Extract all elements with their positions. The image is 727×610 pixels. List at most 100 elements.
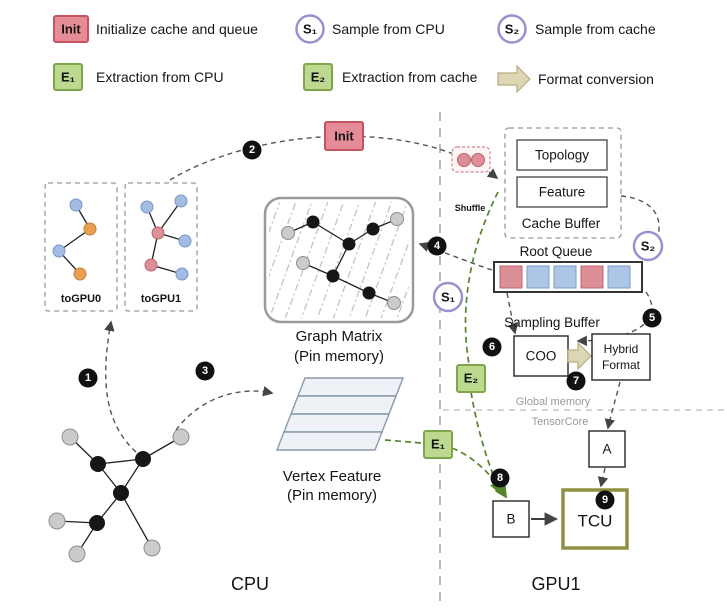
e2-marker-label: E₂	[464, 371, 479, 386]
hybrid-format-line1: Hybrid	[604, 342, 639, 356]
cpu-region-label: CPU	[231, 574, 269, 594]
graph-node	[69, 198, 83, 212]
graph-node	[390, 212, 404, 226]
graph-matrix: Graph Matrix (Pin memory)	[263, 196, 415, 365]
graph-node	[172, 428, 190, 446]
legend-init-chip	[53, 15, 89, 43]
feature-label: Feature	[539, 185, 586, 200]
legend-s2-icon	[497, 14, 527, 44]
badge-6-num: 6	[489, 341, 495, 353]
shuffle-label: Shuffle	[455, 203, 486, 213]
badge-5-num: 5	[649, 312, 655, 324]
legend-s1-desc: Sample from CPU	[332, 21, 445, 37]
graph-node	[143, 539, 161, 557]
badge-2: 2	[242, 140, 262, 160]
graph-node	[89, 515, 105, 531]
cpu-region: toGPU0 toGPU1	[44, 182, 415, 594]
legend-format-arrow-icon	[497, 64, 531, 94]
graph-node	[144, 258, 158, 272]
graph-matrix-subtitle: (Pin memory)	[294, 348, 384, 365]
togpu1-box: toGPU1	[124, 182, 198, 312]
arrow-queue-to-sampling-buffer	[576, 291, 653, 347]
feature-slab	[296, 377, 405, 397]
tcu-label: TCU	[578, 512, 613, 531]
togpu1-label: toGPU1	[141, 293, 181, 305]
tcu-box	[561, 488, 629, 550]
legend-s1-label: S₁	[303, 22, 317, 37]
legend-e2-chip	[303, 63, 333, 91]
format-conversion-arrow-icon	[567, 341, 592, 371]
legend-s2-label: S₂	[505, 22, 520, 37]
legend-s2-desc: Sample from cache	[535, 21, 656, 37]
root-queue-label: Root Queue	[520, 244, 593, 259]
init-marker	[324, 121, 364, 151]
badge-2-num: 2	[249, 144, 255, 156]
b-box	[492, 500, 530, 538]
arrow-to-vertex-feature	[175, 386, 274, 431]
togpu0-box: toGPU0	[44, 182, 118, 312]
shuffle-node	[471, 153, 485, 167]
legend-e2-label: E₂	[311, 70, 326, 85]
togpu1-border	[124, 182, 198, 312]
graph-node	[140, 200, 154, 214]
badge-1: 1	[78, 368, 98, 388]
graph-node	[113, 485, 129, 501]
feature-slab	[275, 431, 384, 451]
cache-buffer-label: Cache Buffer	[522, 216, 601, 231]
graph-node	[83, 222, 97, 236]
a-label: A	[602, 442, 611, 457]
badge-4-num: 4	[434, 240, 441, 252]
init-marker-label: Init	[334, 129, 354, 144]
cache-buffer-border	[504, 127, 622, 239]
badge-8: 8	[490, 468, 510, 488]
arrow-queue-to-coo	[506, 292, 519, 335]
graph-edge	[120, 492, 153, 549]
graph-node	[306, 215, 320, 229]
graph-node	[281, 226, 295, 240]
graph-node	[52, 244, 66, 258]
a-box	[588, 430, 626, 468]
vertex-feature-subtitle: (Pin memory)	[287, 487, 377, 504]
global-memory-label: Global memory	[516, 396, 591, 408]
feature-slab	[282, 413, 391, 433]
badge-3-num: 3	[202, 365, 208, 377]
coo-label: COO	[526, 349, 557, 364]
e1-marker	[423, 430, 453, 459]
shuffle-node	[457, 153, 471, 167]
togpu0-graph	[52, 198, 97, 281]
legend-e2-desc: Extraction from cache	[342, 69, 478, 85]
graph-node	[366, 222, 380, 236]
legend-s1-icon	[295, 14, 325, 44]
legend-init-label: Init	[61, 22, 81, 37]
togpu0-border	[44, 182, 118, 312]
graph-node	[342, 237, 356, 251]
legend-init-desc: Initialize cache and queue	[96, 21, 258, 37]
hybrid-format: Hybrid Format	[591, 333, 651, 381]
extraction-cache-path	[464, 191, 499, 365]
feature-slab	[289, 395, 398, 415]
arrow-a-to-tcu	[597, 467, 609, 488]
badge-6: 6	[482, 337, 502, 357]
queue-slot	[553, 265, 577, 289]
matrix-b: B	[492, 500, 530, 538]
graph-matrix-title: Graph Matrix	[296, 328, 383, 345]
topology-label: Topology	[535, 148, 589, 163]
badge-5: 5	[642, 308, 662, 328]
cache-buffer: Topology Feature Cache Buffer	[504, 127, 622, 239]
step-badges: 1 2 3 4 5 6 7 8	[78, 140, 662, 510]
graph-node	[68, 545, 86, 563]
queue-slot	[526, 265, 550, 289]
e1-marker-label: E₁	[431, 437, 445, 452]
togpu0-label: toGPU0	[61, 293, 101, 305]
badge-7-num: 7	[573, 375, 579, 387]
tcu: TCU	[561, 488, 629, 550]
graph-node	[48, 512, 66, 530]
graph-matrix-graph	[281, 212, 404, 310]
badge-9: 9	[595, 490, 615, 510]
graph-node	[61, 428, 79, 446]
gpu-region: Shuffle Topology Feature Cache Buffer Ro…	[451, 127, 651, 594]
graph-node	[326, 269, 340, 283]
graph-edge	[312, 221, 350, 245]
input-graph	[48, 428, 190, 563]
